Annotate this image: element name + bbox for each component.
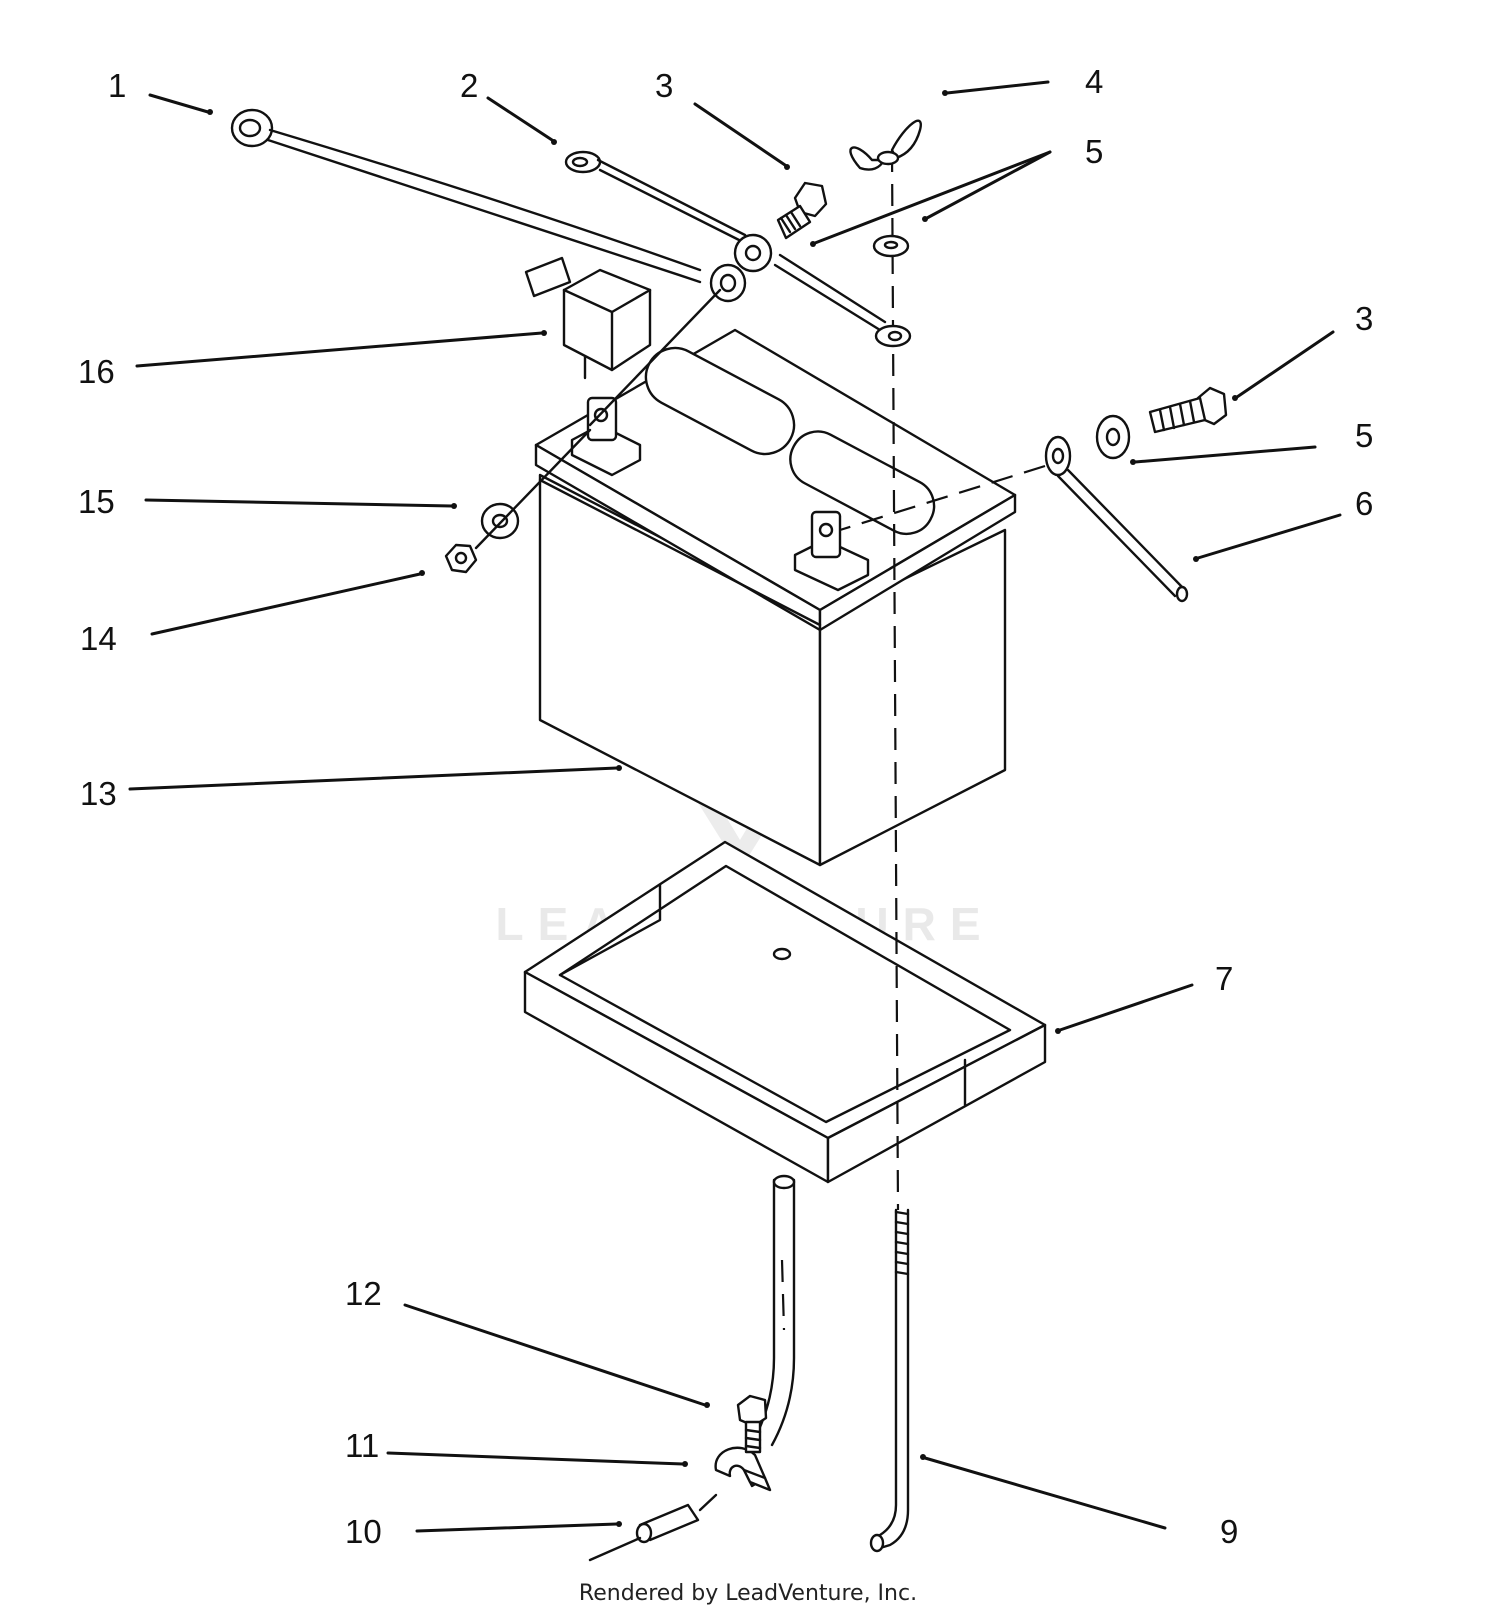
hold-down-rod — [869, 1208, 910, 1553]
terminal-boot — [524, 256, 652, 380]
washer-top — [872, 234, 910, 258]
callout-label: 3 — [1355, 300, 1373, 337]
callout-label: 4 — [1085, 63, 1103, 100]
bolt-top — [776, 181, 828, 240]
callout-label: 13 — [80, 775, 117, 812]
callout-label: 2 — [460, 67, 478, 104]
callout-label: 10 — [345, 1513, 382, 1550]
callout-label: 6 — [1355, 485, 1373, 522]
callout-label: 15 — [78, 483, 115, 520]
washer-top-bolt — [733, 233, 773, 273]
positive-cable-short — [1044, 435, 1189, 603]
nut-leader — [474, 428, 592, 550]
callout-label: 5 — [1355, 417, 1373, 454]
footer-credit: Rendered by LeadVenture, Inc. — [579, 1581, 917, 1606]
callout-label: 7 — [1215, 960, 1233, 997]
negative-cable — [564, 150, 912, 348]
callout-label: 14 — [80, 620, 117, 657]
battery-terminal-left — [570, 396, 642, 477]
wing-nut — [849, 119, 922, 171]
bolt-right — [1148, 386, 1228, 434]
battery — [534, 328, 1017, 867]
callout-label: 9 — [1220, 1513, 1238, 1550]
clamp-screw — [736, 1394, 768, 1454]
battery-terminal-right — [793, 510, 870, 592]
hold-down-rod-thread — [894, 1210, 910, 1276]
terminal-leader-right — [839, 464, 1046, 532]
callout-label: 1 — [108, 67, 126, 104]
hex-nut — [444, 543, 478, 574]
callout-label: 16 — [78, 353, 115, 390]
callout-leaders — [128, 80, 1342, 1533]
callout-labels: 1 2 3 4 5 3 5 6 16 15 14 13 7 12 11 10 9 — [78, 63, 1373, 1550]
positive-cable — [230, 108, 747, 303]
vent-tube — [588, 1174, 796, 1562]
vent-tube-clamp — [714, 1446, 772, 1492]
callout-label: 11 — [345, 1427, 379, 1464]
battery-tray — [523, 840, 1047, 1184]
callout-label: 12 — [345, 1275, 382, 1312]
callout-label: 5 — [1085, 133, 1103, 170]
terminal-leader-left — [588, 288, 722, 427]
washer-right — [1095, 414, 1131, 460]
callout-label: 3 — [655, 67, 673, 104]
